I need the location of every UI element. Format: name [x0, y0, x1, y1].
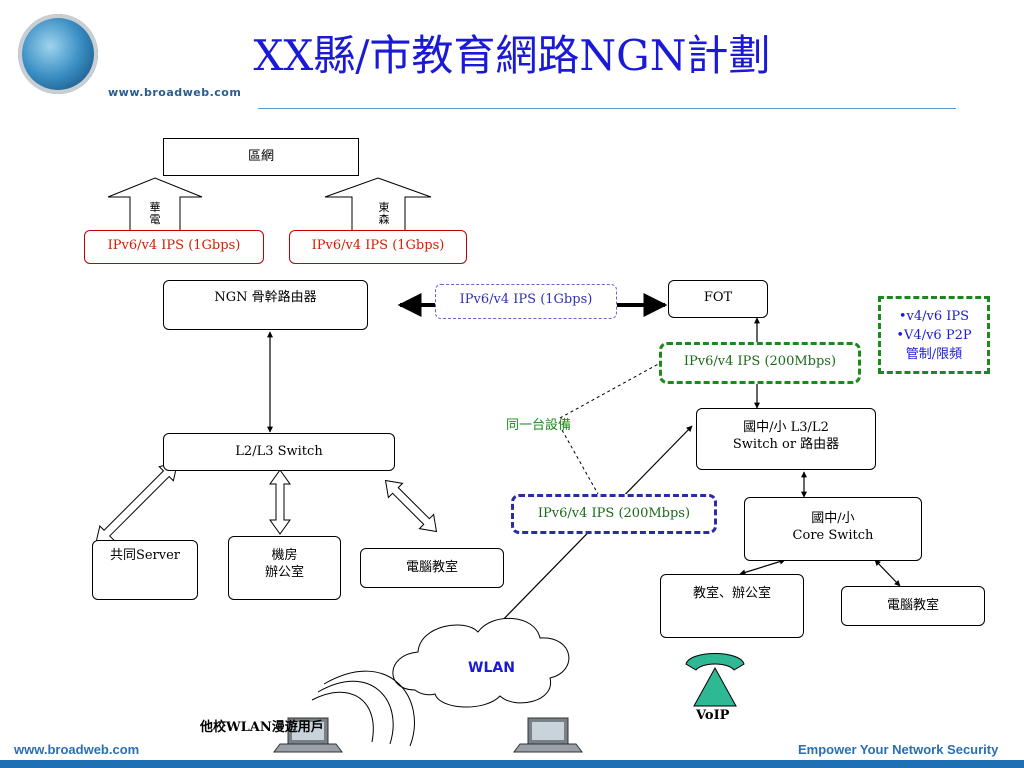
footer-tagline: Empower Your Network Security — [798, 742, 999, 757]
footer-website: www.broadweb.com — [14, 742, 140, 757]
footer-bar — [0, 760, 1024, 768]
core-switch-line2: Core Switch — [792, 528, 874, 543]
ngn-backbone-router: NGN 骨幹路由器 — [163, 280, 368, 330]
policy-box: •v4/v6 IPS •V4/v6 P2P 管制/限頻 — [878, 296, 990, 374]
hollow-arrow-machine-room — [269, 469, 291, 535]
regional-network-box: 區網 — [163, 138, 359, 176]
uplink-arrow-left — [107, 177, 203, 232]
wlan-cloud — [392, 618, 570, 708]
voip-phone-icon — [685, 653, 745, 707]
core-lab-link — [874, 559, 901, 587]
wireless-wave-1 — [311, 691, 374, 743]
roaming-users-label: 他校WLAN漫遊用戶 — [200, 720, 324, 735]
hollow-arrow-lab — [384, 479, 438, 533]
school-computer-lab-box: 電腦教室 — [841, 586, 985, 626]
machine-room-line2: 辦公室 — [264, 565, 304, 580]
ips-box-left: IPv6/v4 IPS (1Gbps) — [84, 230, 264, 264]
logo-url-text: www.broadweb.com — [108, 86, 242, 99]
wlan-label: WLAN — [468, 660, 515, 676]
policy-line-p2p: •V4/v6 P2P — [896, 328, 972, 343]
laptop-icon-left — [273, 717, 343, 753]
voip-label: VoIP — [696, 708, 730, 723]
ips-box-wlan: IPv6/v4 IPS (200Mbps) — [511, 494, 717, 534]
machine-room-line1: 機房 — [271, 548, 298, 563]
laptop-icon-right — [513, 717, 583, 753]
broadweb-logo-globe — [18, 14, 98, 94]
same-device-pointer-lower — [561, 429, 599, 495]
page-title: XX縣/市教育網路NGN計劃 — [253, 31, 771, 80]
fot-box: FOT — [668, 280, 768, 318]
ips-box-right: IPv6/v4 IPS (1Gbps) — [289, 230, 467, 264]
wireless-wave-2 — [317, 680, 394, 745]
school-router-line2: Switch or 路由器 — [732, 437, 840, 452]
same-device-note: 同一台設備 — [506, 418, 572, 433]
machine-room-box: 機房 辦公室 — [228, 536, 341, 600]
ips-box-middle: IPv6/v4 IPS (1Gbps) — [435, 284, 617, 319]
policy-line-ips: •v4/v6 IPS — [898, 309, 970, 324]
ips-box-school: IPv6/v4 IPS (200Mbps) — [659, 342, 861, 384]
shared-server-box: 共同Server — [92, 540, 198, 600]
core-classroom-link — [739, 558, 786, 576]
school-router-line1: 國中/小 L3/L2 — [743, 420, 829, 435]
core-switch-line1: 國中/小 — [811, 511, 855, 526]
uplink-arrow-right — [324, 177, 432, 232]
uplink-label-hua: 華電 — [149, 201, 161, 226]
uplink-label-dong: 東森 — [378, 201, 390, 226]
classroom-office-box: 教室、辦公室 — [660, 574, 804, 638]
same-device-pointer-upper — [559, 361, 663, 419]
l2l3-switch-box: L2/L3 Switch — [163, 433, 395, 471]
computer-lab-box: 電腦教室 — [360, 548, 504, 588]
school-router-box: 國中/小 L3/L2 Switch or 路由器 — [696, 408, 876, 470]
policy-line-limit: 管制/限頻 — [905, 347, 963, 362]
hollow-arrow-server — [94, 461, 179, 546]
title-divider — [258, 108, 956, 109]
wireless-wave-3 — [323, 670, 415, 747]
core-switch-box: 國中/小 Core Switch — [744, 497, 922, 561]
